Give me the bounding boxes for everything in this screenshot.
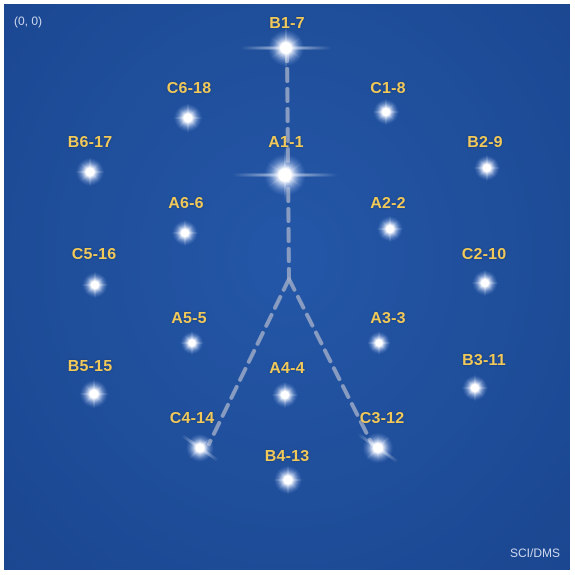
label-a3-3: A3-3 [370,310,406,327]
label-b4-13: B4-13 [264,448,310,465]
spot-a2-2 [376,215,404,243]
label-c2-10: C2-10 [461,246,507,263]
guide-line-left [207,277,291,446]
origin-label: (0, 0) [14,14,43,28]
label-c3-12: C3-12 [359,410,405,427]
spot-a3-3 [367,331,391,355]
spot-a1-1 [232,149,338,201]
guide-line-vertical [285,47,291,281]
spot-b6-17 [75,157,105,187]
label-a5-5: A5-5 [171,310,207,327]
spot-c5-16 [81,271,109,299]
spot-c1-8 [372,98,400,126]
spot-a4-4 [271,381,299,409]
credit-label: SCI/DMS [509,546,560,560]
label-c5-16: C5-16 [71,246,117,263]
spot-overlay [75,25,501,495]
diffraction-image: (0, 0) SCI/DMS B1-7 C6-18 C1-8 B6-17 A1-… [4,4,570,570]
label-a6-6: A6-6 [168,195,204,212]
label-c4-14: C4-14 [169,410,215,427]
spot-b3-11 [461,374,489,402]
label-b2-9: B2-9 [467,134,503,151]
label-b3-11: B3-11 [462,352,506,369]
spot-b2-9 [473,154,501,182]
spots-layer [75,25,501,495]
label-b5-15: B5-15 [67,358,113,375]
label-c1-8: C1-8 [370,80,406,97]
spot-c6-18 [173,103,203,133]
spot-b5-15 [79,379,109,409]
spot-b1-7 [240,25,332,71]
spot-b4-13 [273,465,303,495]
label-b6-17: B6-17 [67,134,113,151]
label-a4-4: A4-4 [269,360,305,377]
label-b1-7: B1-7 [269,15,305,32]
spot-a5-5 [180,331,204,355]
guide-line-right [287,277,374,446]
label-a2-2: A2-2 [370,195,406,212]
spot-c2-10 [471,269,499,297]
guide-lines [207,47,374,446]
label-c6-18: C6-18 [166,80,212,97]
spot-a6-6 [171,219,199,247]
spot-c3-12 [357,432,399,464]
spot-c4-14 [181,434,219,462]
label-a1-1: A1-1 [268,134,304,151]
